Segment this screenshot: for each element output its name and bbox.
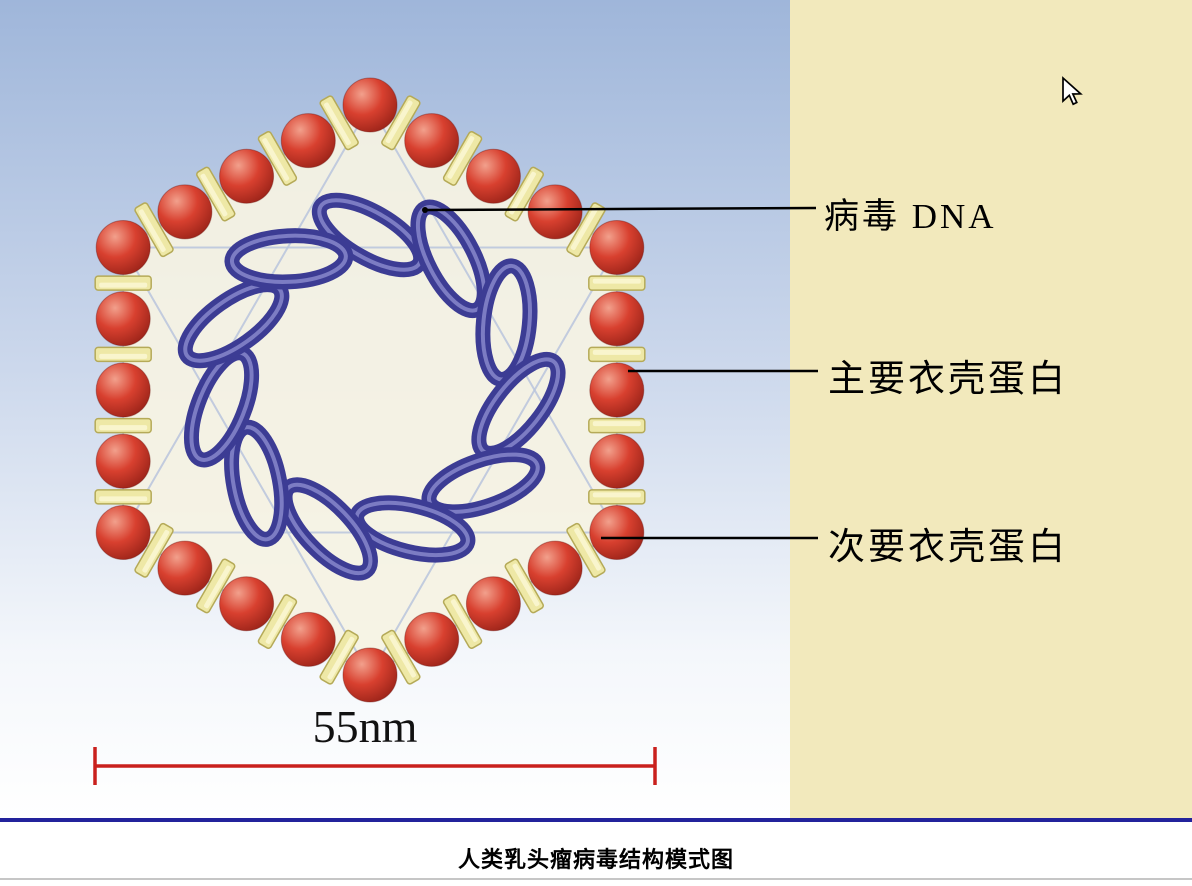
minor-capsid-proteins: [94, 95, 646, 685]
label-minor-capsid-protein: 次要衣壳蛋白: [828, 527, 1068, 568]
scale-bar-label: 55nm: [312, 701, 418, 752]
label-viral-dna: 病毒 DNA: [824, 197, 997, 236]
leader-dot-dna: [422, 207, 428, 213]
leader-lines: [422, 206, 818, 540]
scale-bar: [93, 747, 657, 785]
right-panel: [790, 0, 1192, 818]
major-capsid-proteins: [95, 77, 645, 703]
leader-line-dna: [424, 206, 817, 212]
label-major-capsid-protein: 主要衣壳蛋白: [828, 359, 1068, 400]
figure-caption: 人类乳头瘤病毒结构模式图: [457, 847, 734, 872]
mouse-cursor-icon: [1062, 76, 1083, 106]
divider-line: [0, 818, 1192, 822]
viral-dna-ring: [177, 192, 566, 581]
bottom-border-line: [0, 878, 1192, 880]
